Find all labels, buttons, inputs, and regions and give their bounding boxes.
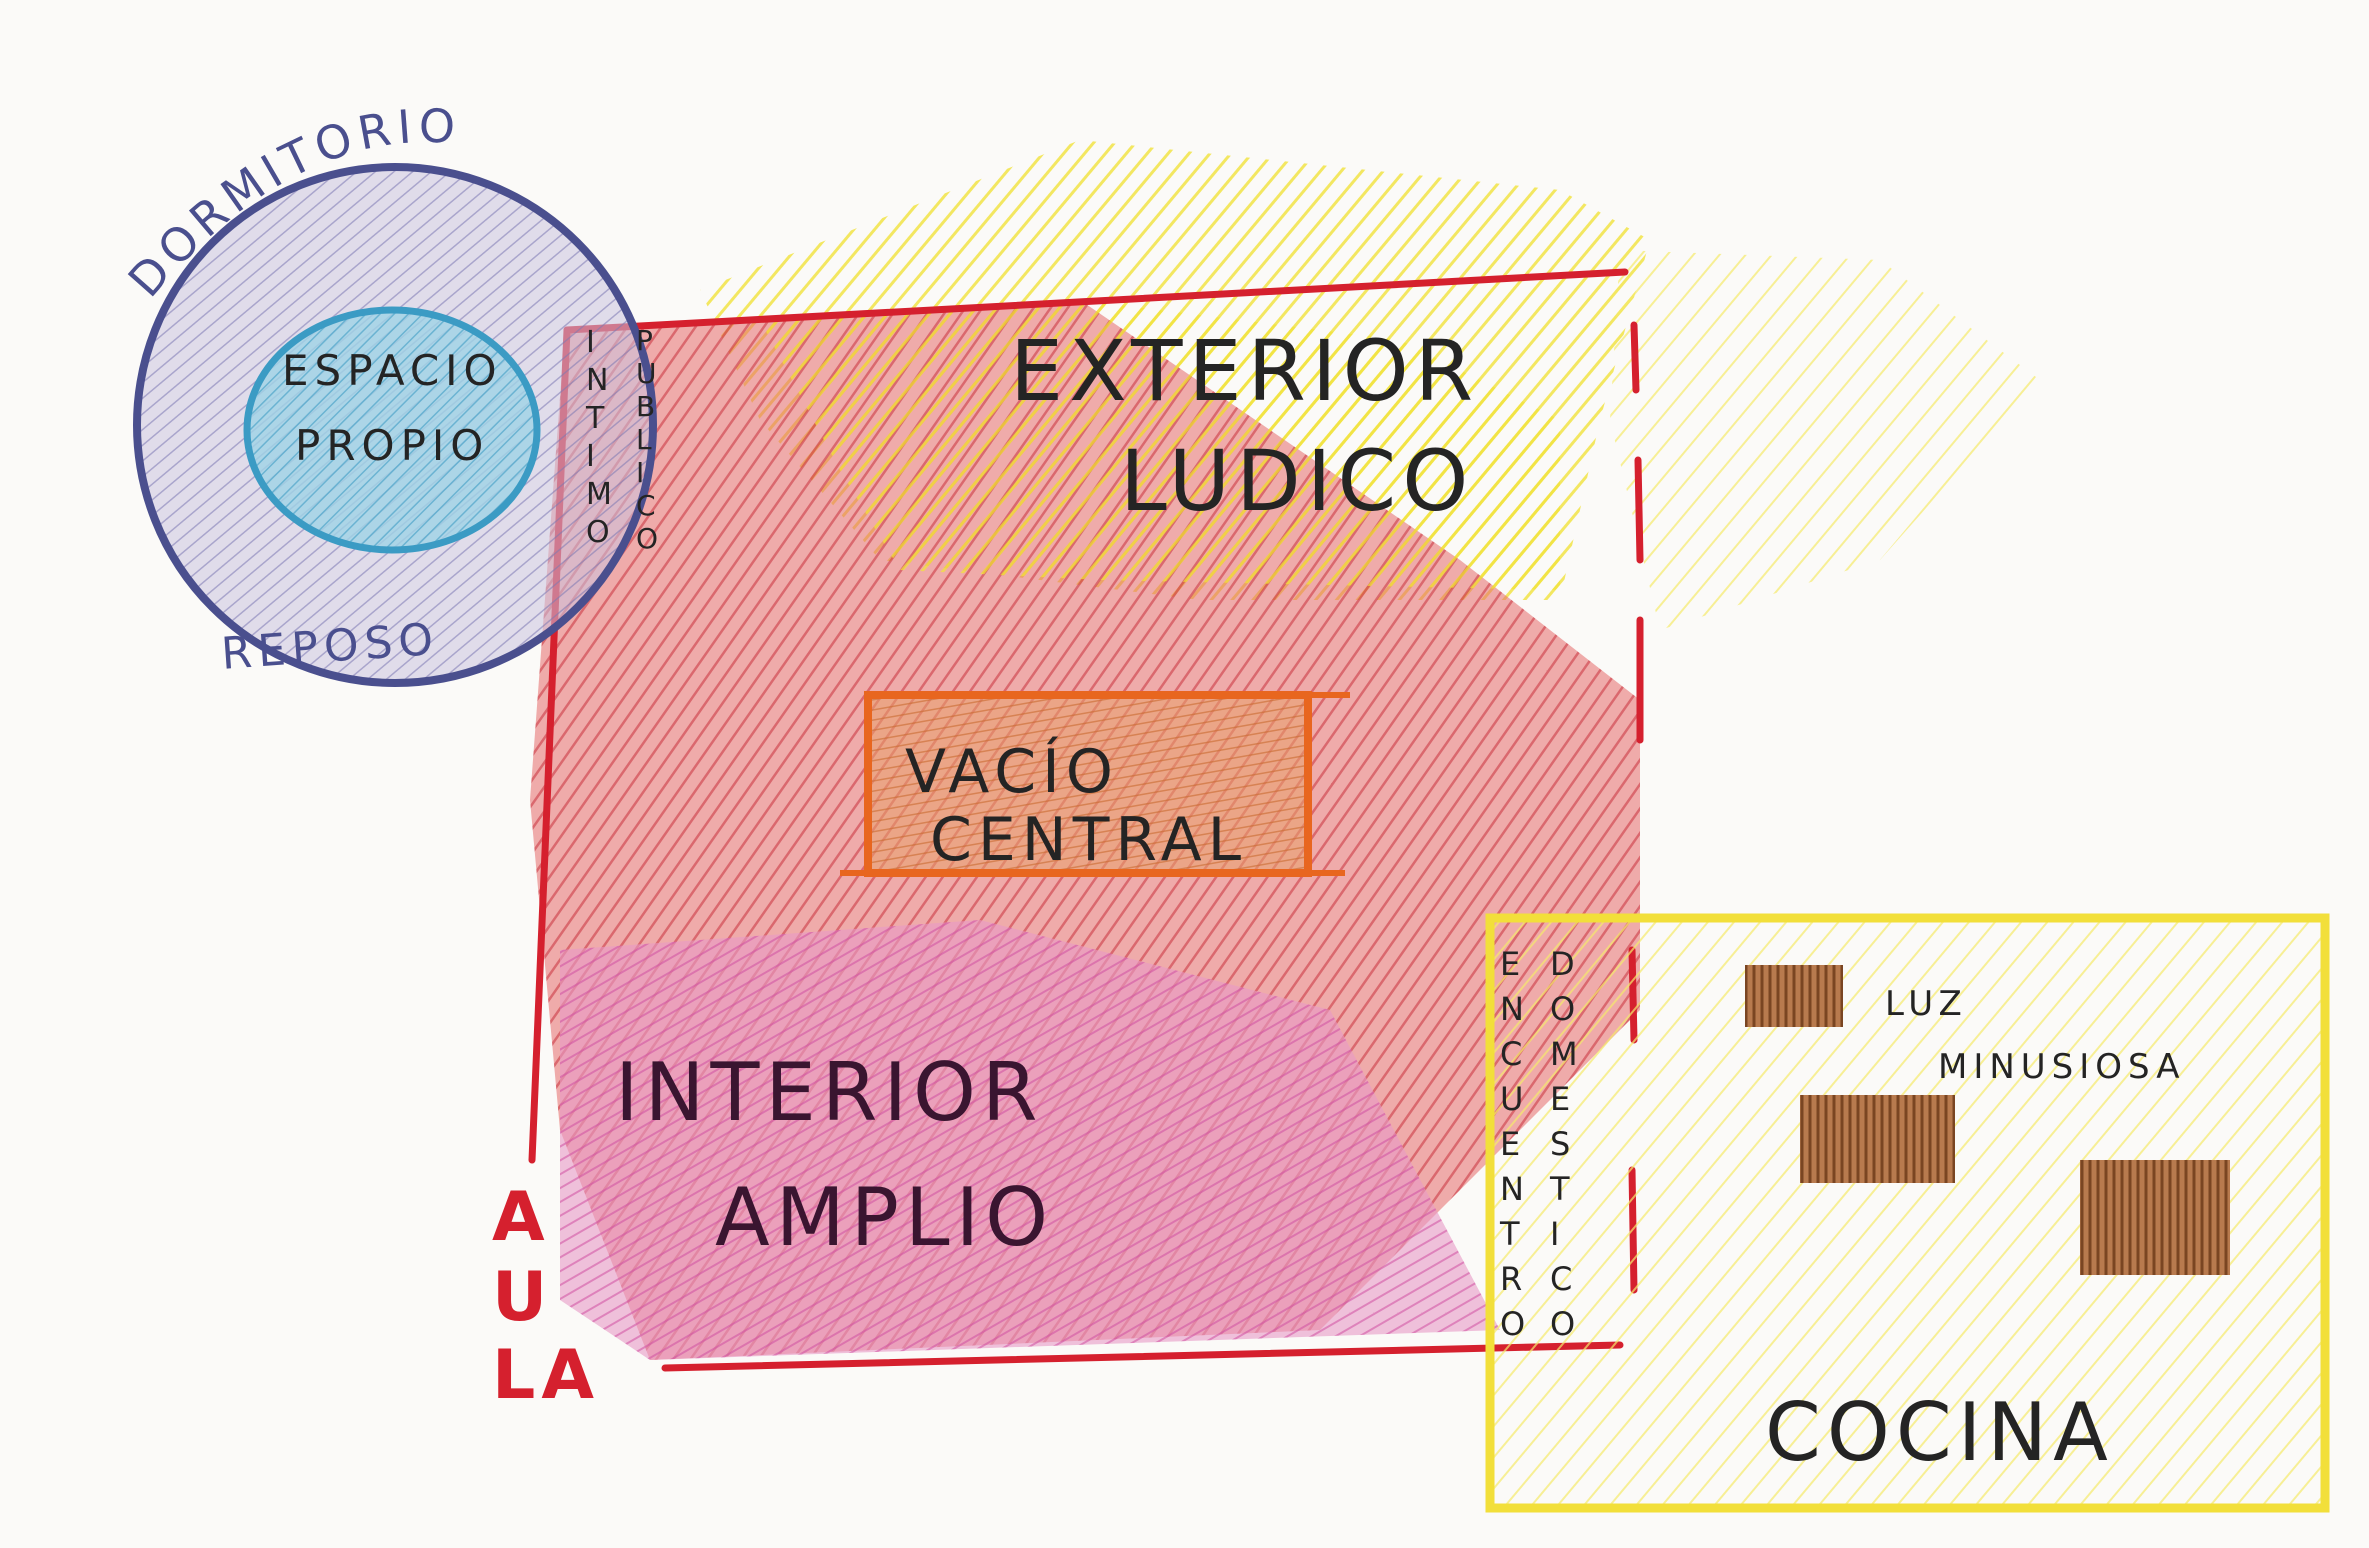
exterior-label: EXTERIOR — [1010, 322, 1479, 420]
cocina-label: COCINA — [1765, 1386, 2114, 1479]
central-label: CENTRAL — [930, 805, 1247, 875]
aula-letter-a: A — [492, 1178, 551, 1257]
svg-text:P: P — [636, 324, 653, 357]
svg-text:T: T — [1499, 1215, 1520, 1253]
svg-text:I: I — [586, 439, 595, 474]
espacio-label: ESPACIO — [282, 346, 503, 395]
svg-text:O: O — [1550, 990, 1575, 1028]
aula-letter-la: LA — [492, 1336, 600, 1415]
svg-text:I: I — [636, 456, 644, 489]
vacio-central-box — [840, 691, 1350, 877]
svg-text:E: E — [1500, 945, 1520, 983]
svg-text:E: E — [1500, 1125, 1520, 1163]
svg-text:N: N — [1500, 1170, 1524, 1208]
svg-text:S: S — [1550, 1125, 1570, 1163]
svg-text:C: C — [1550, 1260, 1572, 1298]
espacio-propio-circle — [243, 306, 541, 554]
svg-text:C: C — [1500, 1035, 1522, 1073]
window-1 — [1745, 965, 1843, 1027]
window-2 — [1800, 1095, 1955, 1183]
amplio-label: AMPLIO — [715, 1171, 1054, 1264]
svg-text:B: B — [636, 390, 655, 423]
svg-text:C: C — [636, 489, 656, 522]
svg-text:O: O — [586, 515, 610, 550]
svg-text:E: E — [1550, 1080, 1570, 1118]
svg-text:O: O — [1500, 1305, 1525, 1343]
svg-text:L: L — [636, 423, 652, 456]
luz-label: LUZ — [1885, 984, 1968, 1024]
dormitorio-zone — [133, 163, 657, 687]
svg-text:T: T — [1549, 1170, 1570, 1208]
propio-label: PROPIO — [295, 421, 489, 470]
intimo-label: I N T I M O — [585, 325, 612, 550]
aula-letter-u: U — [492, 1258, 553, 1337]
encuentro-label: E N C U E N T R O — [1499, 945, 1525, 1343]
cocina-zone — [1485, 913, 2330, 1513]
svg-text:I: I — [586, 325, 595, 360]
svg-text:D: D — [1550, 945, 1575, 983]
domestico-label: D O M E S T I C O — [1549, 945, 1578, 1343]
ludico-label: LUDICO — [1120, 432, 1474, 530]
publico-label: P U B L I C O — [636, 324, 658, 555]
svg-text:M: M — [1550, 1035, 1578, 1073]
vacio-label: VACÍO — [905, 735, 1119, 807]
svg-text:O: O — [636, 522, 658, 555]
svg-text:U: U — [1500, 1080, 1523, 1118]
svg-text:I: I — [1550, 1215, 1559, 1253]
interior-label: INTERIOR — [615, 1046, 1044, 1139]
window-3 — [2080, 1160, 2230, 1275]
svg-text:N: N — [586, 363, 608, 398]
svg-text:O: O — [1550, 1305, 1575, 1343]
svg-text:U: U — [636, 357, 657, 390]
svg-text:R: R — [1500, 1260, 1522, 1298]
minusiosa-label: MINUSIOSA — [1938, 1047, 2186, 1087]
svg-text:N: N — [1500, 990, 1524, 1028]
svg-text:T: T — [585, 401, 605, 436]
svg-text:M: M — [586, 477, 612, 512]
